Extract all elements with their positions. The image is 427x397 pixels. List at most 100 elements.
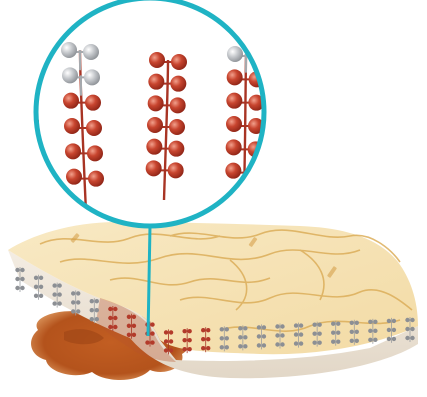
- dry-molecule-icon: [331, 340, 335, 344]
- dry-molecule-icon: [83, 44, 99, 60]
- dry-molecule-icon: [312, 331, 316, 335]
- dry-molecule-icon: [280, 333, 284, 337]
- dry-molecule-icon: [71, 291, 75, 295]
- dry-molecule-icon: [355, 321, 359, 325]
- dry-molecule-icon: [331, 331, 335, 335]
- absorbed-molecule-icon: [145, 340, 149, 344]
- dry-molecule-icon: [238, 326, 242, 330]
- dry-molecule-icon: [39, 276, 43, 280]
- absorbed-molecule-icon: [108, 307, 112, 311]
- absorbed-molecule-icon: [63, 93, 79, 109]
- dry-molecule-icon: [39, 294, 43, 298]
- dry-molecule-icon: [220, 327, 224, 331]
- absorbed-molecule-icon: [182, 347, 186, 351]
- dry-molecule-icon: [331, 322, 335, 326]
- absorbed-molecule-icon: [169, 119, 185, 135]
- dry-molecule-icon: [84, 69, 100, 85]
- dry-molecule-icon: [355, 339, 359, 343]
- dry-molecule-icon: [280, 342, 284, 346]
- dry-molecule-icon: [262, 334, 266, 338]
- dry-molecule-icon: [220, 336, 224, 340]
- absorbed-molecule-icon: [1, 132, 17, 148]
- dry-molecule-icon: [227, 46, 243, 62]
- dry-molecule-icon: [280, 324, 284, 328]
- dry-molecule-icon: [39, 285, 43, 289]
- absorbed-molecule-icon: [226, 139, 242, 155]
- absorbed-molecule-icon: [169, 348, 173, 352]
- dry-molecule-icon: [410, 336, 414, 340]
- dry-molecule-icon: [225, 345, 229, 349]
- absorbed-molecule-icon: [169, 339, 173, 343]
- absorbed-molecule-icon: [182, 329, 186, 333]
- absorbed-molecule-icon: [201, 346, 205, 350]
- absorbed-molecule-icon: [187, 329, 191, 333]
- dry-molecule-icon: [62, 67, 78, 83]
- dry-molecule-icon: [257, 334, 261, 338]
- dry-molecule-icon: [76, 309, 80, 313]
- absorbed-molecule-icon: [182, 338, 186, 342]
- dry-molecule-icon: [243, 344, 247, 348]
- absorbed-molecule-icon: [150, 340, 154, 344]
- dry-molecule-icon: [20, 286, 24, 290]
- absorbed-molecule-icon: [66, 169, 82, 185]
- dry-molecule-icon: [57, 292, 61, 296]
- dry-molecule-icon: [299, 341, 303, 345]
- dry-molecule-icon: [312, 322, 316, 326]
- absorbed-molecule-icon: [113, 307, 117, 311]
- absorbed-molecule-icon: [88, 171, 104, 187]
- absorbed-molecule-icon: [171, 54, 187, 70]
- absorbed-molecule-icon: [226, 93, 242, 109]
- dry-molecule-icon: [90, 299, 94, 303]
- absorbed-molecule-icon: [1, 112, 17, 128]
- absorbed-molecule-icon: [23, 154, 39, 170]
- absorbed-molecule-icon: [127, 324, 131, 328]
- dry-molecule-icon: [387, 328, 391, 332]
- dry-molecule-icon: [405, 327, 409, 331]
- magnifier-lens: [1, 0, 265, 226]
- dry-molecule-icon: [238, 335, 242, 339]
- absorbed-molecule-icon: [85, 95, 101, 111]
- absorbed-molecule-icon: [201, 328, 205, 332]
- dry-molecule-icon: [368, 329, 372, 333]
- absorbed-molecule-icon: [150, 322, 154, 326]
- dry-molecule-icon: [336, 340, 340, 344]
- absorbed-molecule-icon: [65, 143, 81, 159]
- dry-molecule-icon: [95, 299, 99, 303]
- dry-molecule-icon: [262, 325, 266, 329]
- absorbed-molecule-icon: [86, 120, 102, 136]
- absorbed-molecule-icon: [168, 162, 184, 178]
- dry-molecule-icon: [262, 343, 266, 347]
- absorbed-molecule-icon: [87, 145, 103, 161]
- dry-molecule-icon: [95, 308, 99, 312]
- absorbed-molecule-icon: [146, 160, 162, 176]
- absorbed-molecule-icon: [226, 116, 242, 132]
- absorbed-molecule-icon: [108, 316, 112, 320]
- dry-molecule-icon: [243, 335, 247, 339]
- absorbed-molecule-icon: [132, 333, 136, 337]
- dry-molecule-icon: [350, 339, 354, 343]
- absorbed-molecule-icon: [127, 333, 131, 337]
- absorbed-molecule-icon: [1, 172, 17, 188]
- absorbed-molecule-icon: [206, 346, 210, 350]
- dry-molecule-icon: [299, 323, 303, 327]
- dry-molecule-icon: [225, 327, 229, 331]
- dry-molecule-icon: [76, 291, 80, 295]
- dry-molecule-icon: [299, 332, 303, 336]
- dry-molecule-icon: [410, 318, 414, 322]
- absorbed-molecule-icon: [187, 347, 191, 351]
- magnifier-pointer-line: [148, 226, 150, 336]
- absorbed-molecule-icon: [187, 338, 191, 342]
- dry-molecule-icon: [392, 319, 396, 323]
- absorbed-molecule-icon: [23, 174, 39, 190]
- absorbed-molecule-icon: [164, 330, 168, 334]
- absorbed-molecule-icon: [170, 76, 186, 92]
- dry-molecule-icon: [15, 286, 19, 290]
- dry-molecule-icon: [34, 294, 38, 298]
- dry-molecule-icon: [275, 333, 279, 337]
- dry-molecule-icon: [61, 42, 77, 58]
- dry-molecule-icon: [57, 301, 61, 305]
- dry-molecule-icon: [368, 338, 372, 342]
- dry-molecule-icon: [350, 330, 354, 334]
- absorbed-molecule-icon: [227, 69, 243, 85]
- absorbed-molecule-icon: [108, 325, 112, 329]
